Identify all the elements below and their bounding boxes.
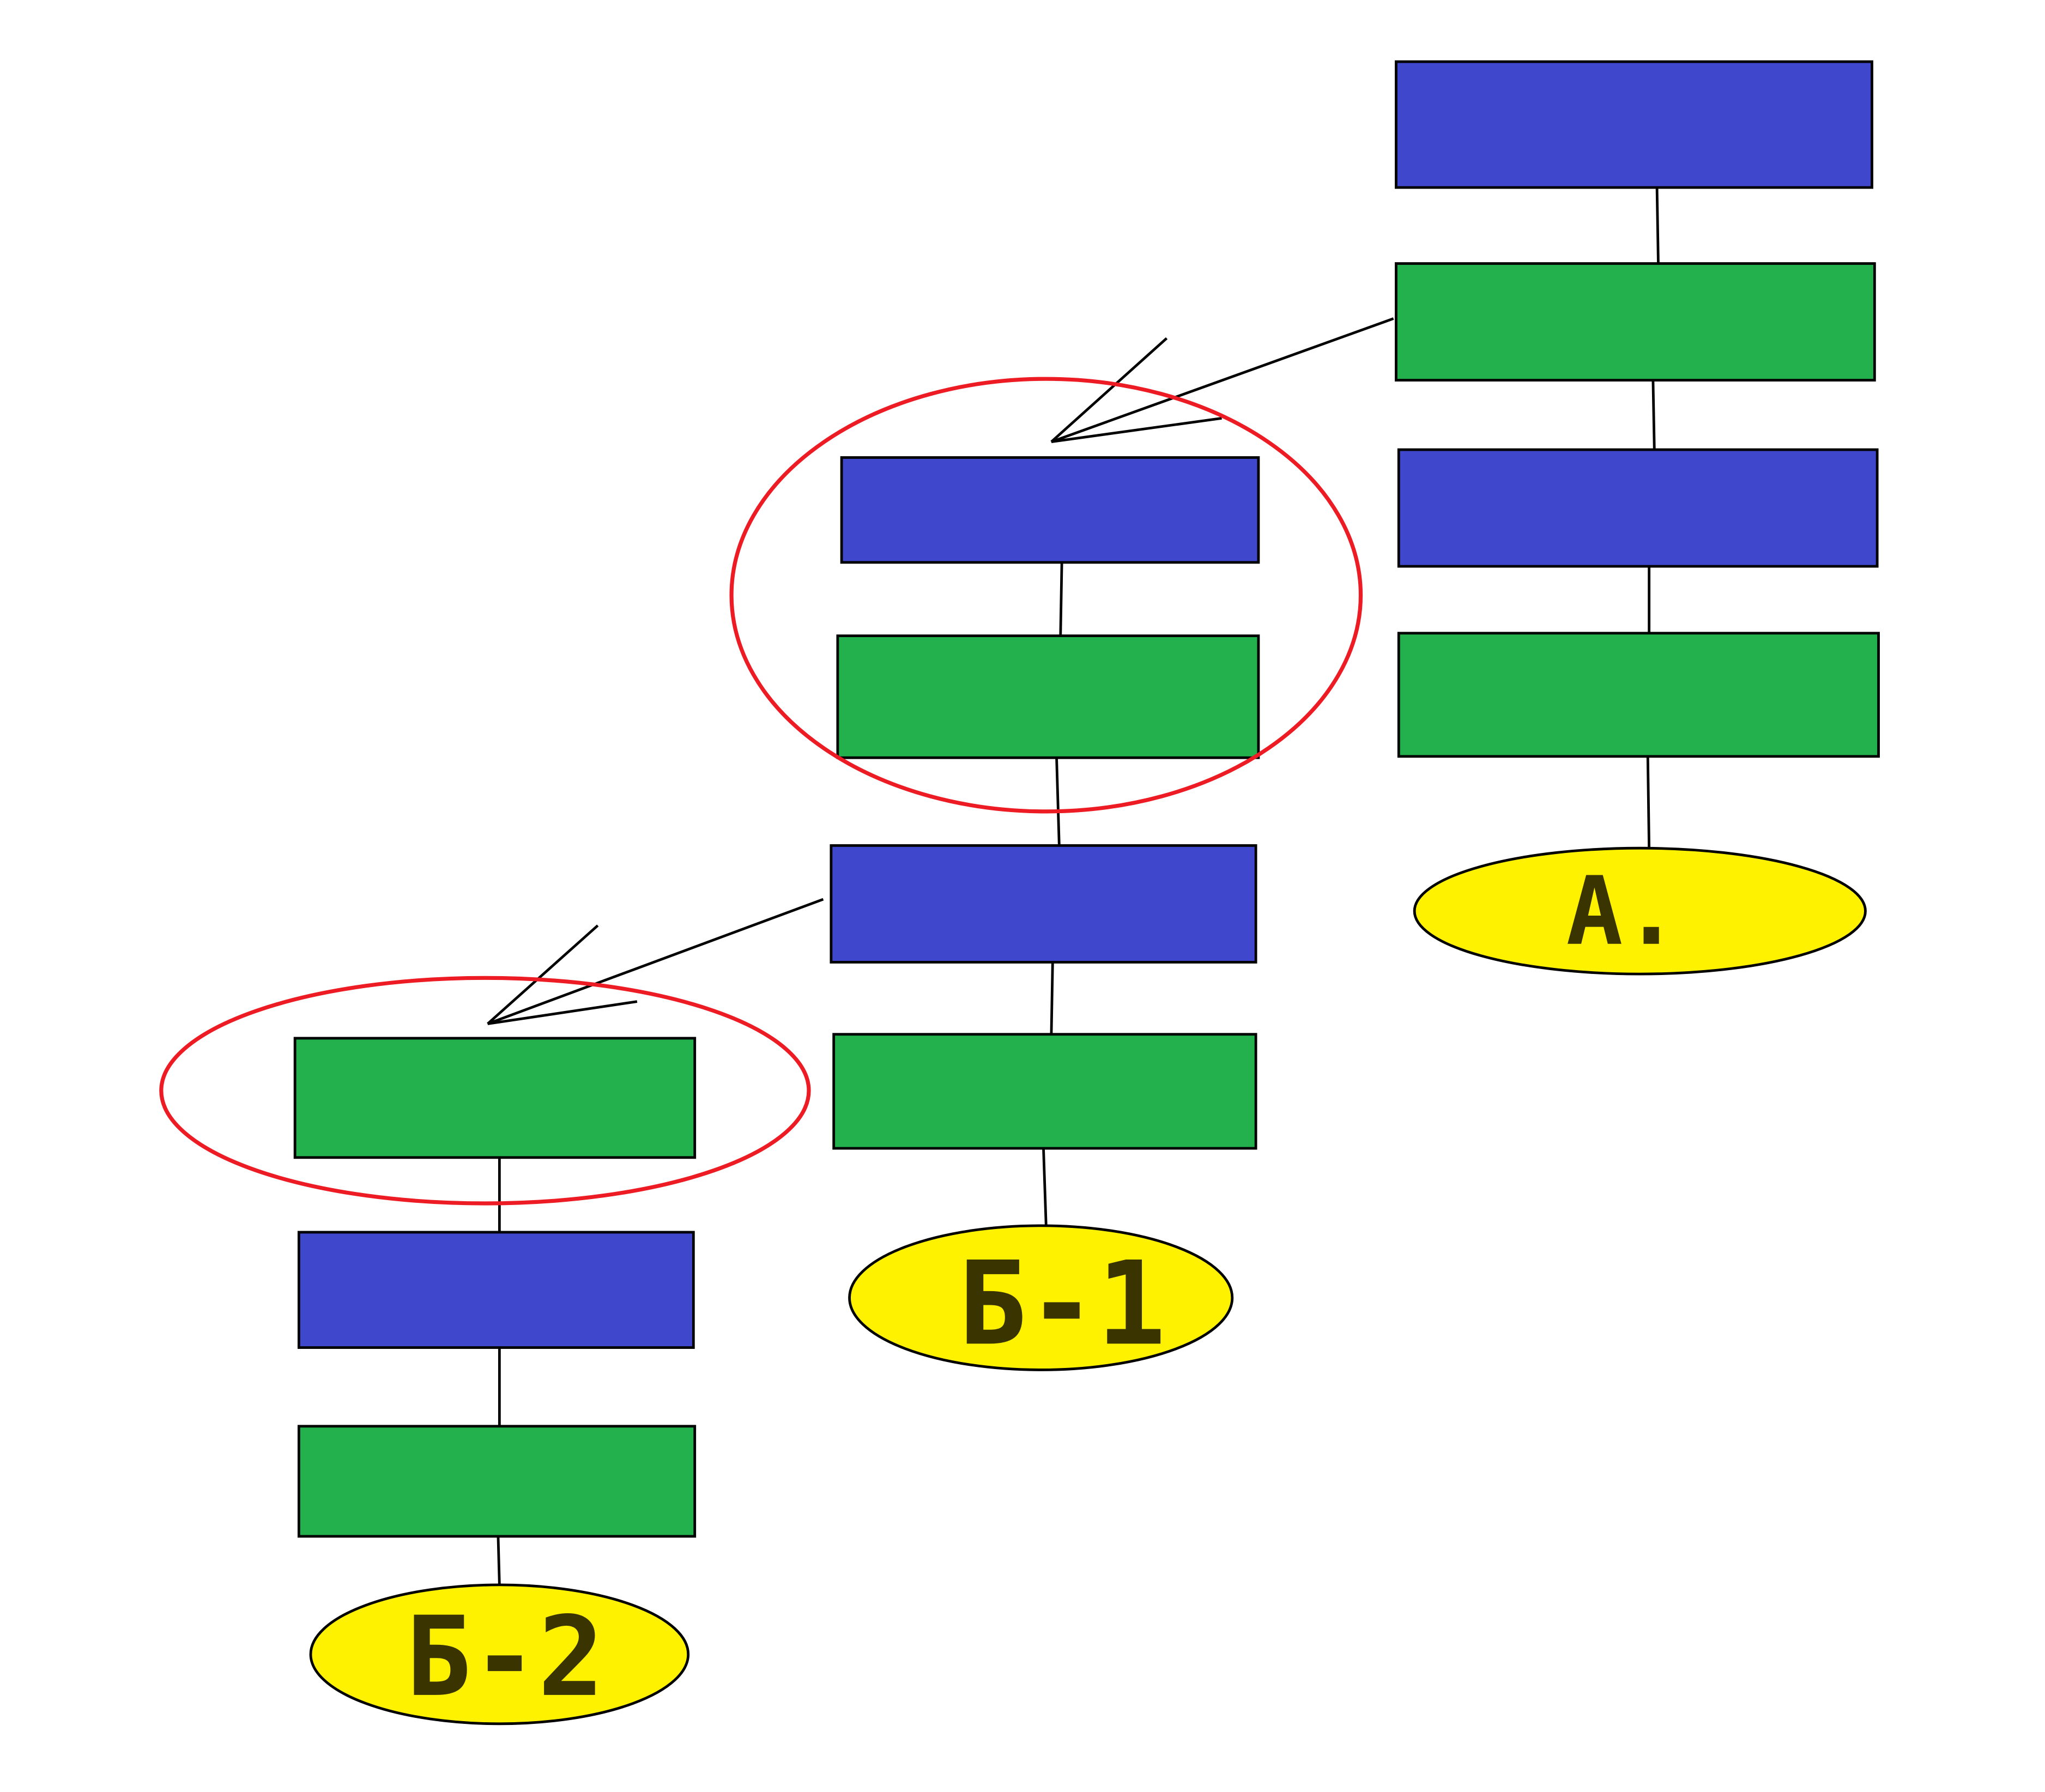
blue-box — [840, 456, 1260, 564]
connector — [1050, 962, 1054, 1034]
yellow-oval — [309, 1583, 690, 1726]
green-box — [1395, 262, 1876, 382]
label-a: А. — [1566, 856, 1680, 966]
green-box — [293, 1037, 697, 1159]
blue-box — [830, 844, 1257, 964]
blue-box — [1395, 60, 1873, 189]
terminal-node-a: А. — [1413, 846, 1867, 976]
connector — [1655, 187, 1660, 264]
green-box — [297, 1425, 697, 1538]
green-box — [1397, 632, 1880, 758]
arrow-to-middle — [1050, 317, 1394, 444]
arrow-to-left — [487, 898, 824, 1025]
green-box — [836, 634, 1260, 759]
blue-box — [1397, 448, 1879, 568]
connector — [1646, 756, 1651, 849]
connector — [1059, 562, 1063, 636]
connector — [1042, 1148, 1048, 1226]
red-group-ellipse-middle — [729, 377, 1363, 814]
blue-box — [297, 1231, 695, 1349]
terminal-node-b1: Б-1 — [848, 1224, 1234, 1371]
label-b2: Б-2 — [406, 1593, 604, 1721]
red-group-ellipse-left — [159, 976, 811, 1206]
connector — [1651, 380, 1656, 450]
terminal-node-b2: Б-2 — [309, 1583, 690, 1726]
connectors — [487, 187, 1660, 1585]
yellow-oval — [848, 1224, 1234, 1371]
connector — [497, 1536, 501, 1585]
green-box — [832, 1033, 1257, 1150]
yellow-oval — [1413, 846, 1867, 976]
label-b1: Б-1 — [958, 1237, 1166, 1371]
connector — [1055, 758, 1061, 846]
